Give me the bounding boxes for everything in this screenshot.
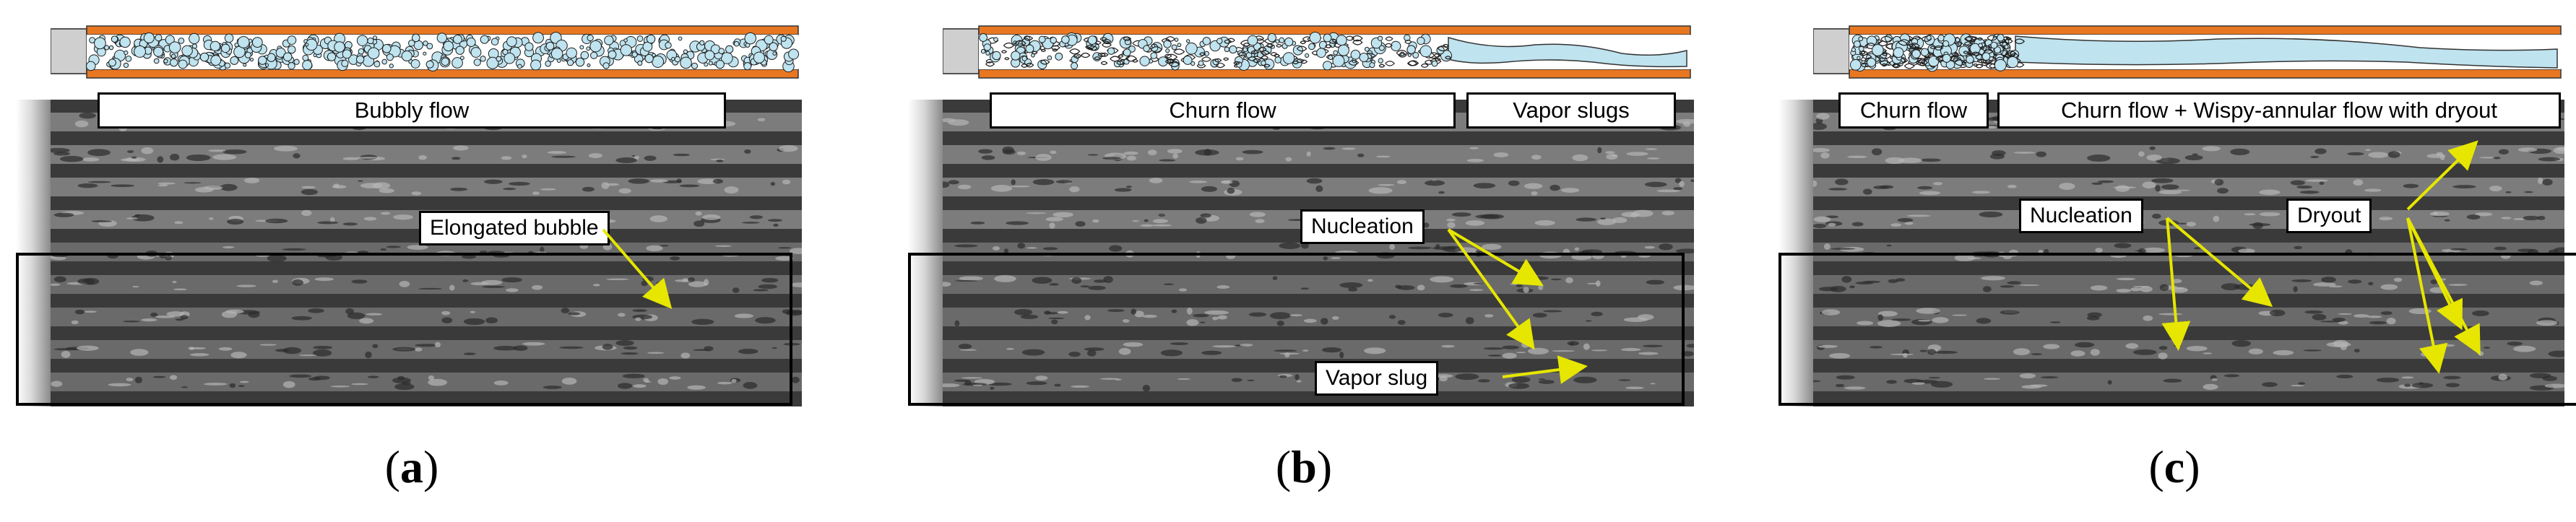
inlet-arrow-icon: [51, 28, 87, 74]
region-label-wispy-annular-flow: Churn flow + Wispy-annular flow with dry…: [1997, 92, 2561, 129]
callout-elongated-bubble: Elongated bubble: [419, 211, 610, 245]
highlight-box: [908, 253, 1685, 406]
flow-schematic-churn: [943, 25, 1691, 79]
annular-pattern: [1849, 33, 2025, 72]
inlet-arrow-icon: [943, 28, 980, 74]
panel-c: Churn flow Churn flow + Wispy-annular fl…: [1763, 0, 2576, 522]
region-label-bubbly-flow: Bubbly flow: [98, 92, 726, 129]
panel-caption: (a): [384, 441, 439, 492]
callout-vapor-slug: Vapor slug: [1315, 361, 1439, 396]
callout-nucleation: Nucleation: [1300, 209, 1425, 244]
callout-nucleation: Nucleation: [2019, 199, 2143, 233]
panel-a: Bubbly flow Elongated bubble (a): [0, 0, 824, 522]
region-label-churn-flow: Churn flow: [1838, 92, 1989, 129]
panel-caption: (c): [2148, 441, 2200, 492]
bubble-pattern: [86, 32, 800, 73]
highlight-box: [1778, 253, 2576, 406]
region-label-churn-flow: Churn flow: [990, 92, 1456, 129]
churn-pattern: [979, 32, 1453, 71]
callout-dryout: Dryout: [2286, 199, 2372, 233]
region-label-vapor-slugs: Vapor slugs: [1466, 92, 1676, 129]
flow-schematic-bubbly: [51, 25, 800, 79]
inlet-arrow-icon: [1813, 28, 1850, 74]
panel-caption: (b): [1275, 441, 1333, 492]
highlight-box: [16, 253, 792, 406]
panel-b: Churn flow Vapor slugs Nucleation Vapor …: [892, 0, 1716, 522]
flow-schematic-annular: [1813, 25, 2562, 79]
